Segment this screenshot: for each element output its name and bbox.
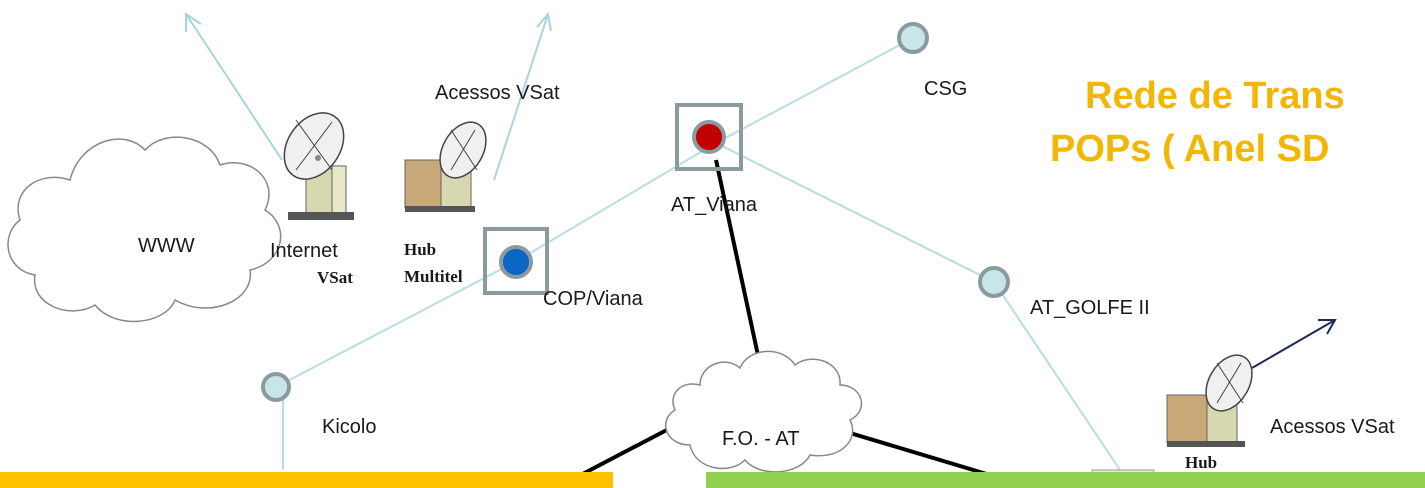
title-line-2: POPs ( Anel SD <box>1050 128 1330 170</box>
arrow-internet-head <box>185 12 202 32</box>
label-acessos-vsat-top: Acessos VSat <box>435 82 560 104</box>
arrow-hub-multitel <box>493 13 549 181</box>
label-at-golfe: AT_GOLFE II <box>1030 297 1150 319</box>
backbone-fo-right <box>839 428 1001 480</box>
node-frame <box>483 227 549 295</box>
backbone-fo-left <box>574 421 681 480</box>
label-at-viana: AT_Viana <box>671 194 757 216</box>
link-atviana-csg <box>715 37 914 144</box>
link-golfe-down <box>993 281 1121 471</box>
satellite-dish-icon <box>1166 354 1253 447</box>
pop-node-icon <box>692 120 726 154</box>
label-fo-at: F.O. - AT <box>722 428 800 450</box>
cloud-icon <box>665 350 863 473</box>
arrows-top <box>185 11 552 181</box>
node-frame <box>675 103 743 171</box>
label-csg: CSG <box>924 78 968 100</box>
backbone-atviana-fo <box>714 159 761 361</box>
label-internet: Internet <box>270 240 338 262</box>
green-bar <box>706 472 1425 488</box>
label-hub-2: Hub <box>1185 453 1218 472</box>
cloud-icon <box>7 136 282 323</box>
label-www: WWW <box>138 235 195 257</box>
label-hub-1: Hub <box>404 240 437 259</box>
pop-node-icon <box>978 266 1010 298</box>
link-kicolo-cop <box>275 261 516 388</box>
pop-node-icon <box>261 372 291 402</box>
pop-node-icon <box>499 245 533 279</box>
label-acessos-vsat-right: Acessos VSat <box>1270 416 1395 438</box>
arrow-internet <box>185 13 283 161</box>
label-multitel: Multitel <box>404 267 463 286</box>
pop-node-icon <box>897 22 929 54</box>
arrow-hub-multitel-head <box>536 11 552 32</box>
title-line-1: Rede de Trans <box>1085 75 1345 117</box>
link-atviana-golfe <box>715 142 995 283</box>
label-kicolo: Kicolo <box>322 416 377 438</box>
label-cop-viana: COP/Viana <box>543 288 643 310</box>
fiber-backbone <box>574 159 1001 480</box>
satellite-dish-icon <box>283 112 354 220</box>
label-vsat: VSat <box>317 268 353 287</box>
yellow-bar <box>0 472 613 488</box>
satellite-dish-icon <box>404 121 487 212</box>
arrow-hub-right <box>1251 319 1337 369</box>
